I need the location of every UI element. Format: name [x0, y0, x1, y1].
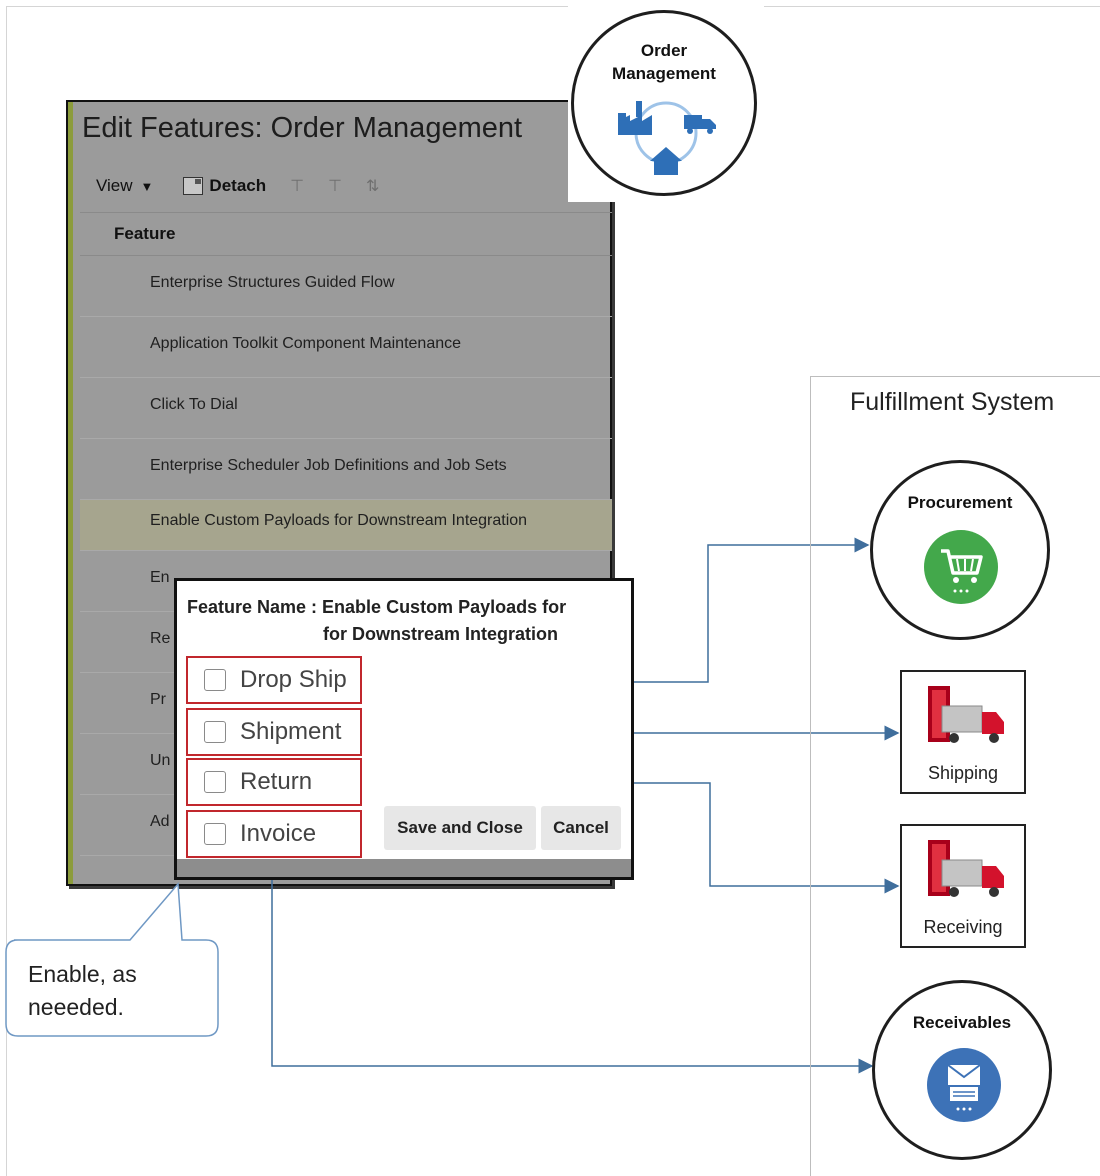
table-row[interactable]: Click To Dial — [80, 378, 612, 439]
option-invoice[interactable]: Invoice — [186, 810, 362, 858]
detach-label: Detach — [209, 176, 267, 195]
wrap-icon[interactable]: ⊤ — [328, 178, 344, 195]
option-shipment[interactable]: Shipment — [186, 708, 362, 756]
fulfillment-left-border — [810, 376, 811, 1176]
view-label: View — [96, 176, 133, 195]
dialog-title-line2: for Downstream Integration — [323, 624, 559, 644]
option-drop-ship[interactable]: Drop Ship — [186, 656, 362, 704]
receivables-label: Receivables — [912, 1013, 1012, 1032]
fulfillment-top-border — [810, 376, 1100, 377]
receiving-label: Receiving — [923, 917, 1003, 937]
connector-invoice-receivables — [271, 858, 874, 1074]
row-label: Enterprise Scheduler Job Definitions and… — [150, 457, 507, 474]
callout-line2: neeeded. — [28, 994, 124, 1020]
freeze-icon[interactable]: ⊤ — [290, 178, 307, 195]
view-menu[interactable]: View ▼ — [96, 176, 153, 196]
shipping-label: Shipping — [927, 763, 999, 783]
table-row[interactable]: Application Toolkit Component Maintenanc… — [80, 317, 612, 378]
cancel-button[interactable]: Cancel — [541, 806, 621, 850]
row-label: Enable Custom Payloads for Downstream In… — [150, 512, 528, 529]
envelope-icon — [927, 1048, 1001, 1122]
window-title: Edit Features: Order Management — [82, 112, 523, 144]
chevron-down-icon: ▼ — [140, 178, 154, 194]
badge-label-line2: Management — [612, 64, 716, 83]
row-label: Enterprise Structures Guided Flow — [150, 274, 395, 291]
invoice-checkbox[interactable] — [204, 823, 226, 845]
frame-left-border — [6, 6, 7, 1176]
truck-icon — [928, 840, 1004, 897]
table-row[interactable]: Enterprise Structures Guided Flow — [80, 256, 612, 317]
window-accent-strip — [68, 102, 73, 884]
badge-label-line1: Order — [640, 41, 688, 60]
option-label: Invoice — [240, 820, 317, 847]
truck-icon — [928, 686, 1004, 743]
order-flow-icon — [618, 101, 716, 175]
shopping-cart-icon — [924, 530, 998, 604]
save-and-close-button[interactable]: Save and Close — [384, 806, 536, 850]
drop-ship-checkbox[interactable] — [204, 669, 226, 691]
features-table: Feature Enterprise Structures Guided Flo… — [80, 212, 612, 856]
option-return[interactable]: Return — [186, 758, 362, 806]
detach-button[interactable]: Detach — [183, 176, 266, 196]
row-label: Ad — [150, 813, 170, 830]
frame-top-border — [6, 6, 1100, 7]
shipping-node: Shipping — [900, 670, 1026, 794]
callout-line1: Enable, as — [28, 961, 137, 987]
dialog-title-line1: Feature Name : Enable Custom Payloads fo… — [187, 597, 567, 617]
option-label: Shipment — [240, 718, 342, 745]
dialog-title: Feature Name : Enable Custom Payloads fo… — [187, 597, 627, 645]
row-label: Re — [150, 630, 171, 647]
truck-icon — [684, 115, 716, 134]
row-label: Application Toolkit Component Maintenanc… — [150, 335, 462, 352]
toolbar: View ▼ Detach ⊤ ⊤ ⇅ — [96, 174, 381, 198]
factory-icon — [618, 101, 652, 135]
option-label: Return — [240, 768, 313, 795]
procurement-node: Procurement — [870, 460, 1050, 640]
receiving-node: Receiving — [900, 824, 1026, 948]
column-header-feature: Feature — [114, 224, 176, 243]
fulfillment-title: Fulfillment System — [850, 388, 1055, 416]
table-row-selected[interactable]: Enable Custom Payloads for Downstream In… — [80, 500, 612, 551]
shipment-checkbox[interactable] — [204, 721, 226, 743]
row-label: Click To Dial — [150, 396, 238, 413]
callout-text: Enable, as neeeded. — [28, 958, 137, 1024]
house-icon — [650, 147, 682, 175]
return-checkbox[interactable] — [204, 771, 226, 793]
table-header: Feature — [80, 212, 612, 256]
row-label: Pr — [150, 691, 166, 708]
table-row[interactable]: Enterprise Scheduler Job Definitions and… — [80, 439, 612, 500]
option-label: Drop Ship — [240, 666, 347, 693]
receivables-node: Receivables — [872, 980, 1052, 1160]
row-label: En — [150, 569, 170, 586]
reorder-icon[interactable]: ⇅ — [365, 178, 382, 195]
badge-label: Order Management — [574, 39, 754, 85]
order-management-badge: Order Management — [571, 10, 757, 196]
dialog-bottom-bar — [177, 859, 631, 877]
procurement-label: Procurement — [907, 493, 1013, 512]
row-label: Un — [150, 752, 171, 769]
detach-icon — [183, 177, 204, 195]
